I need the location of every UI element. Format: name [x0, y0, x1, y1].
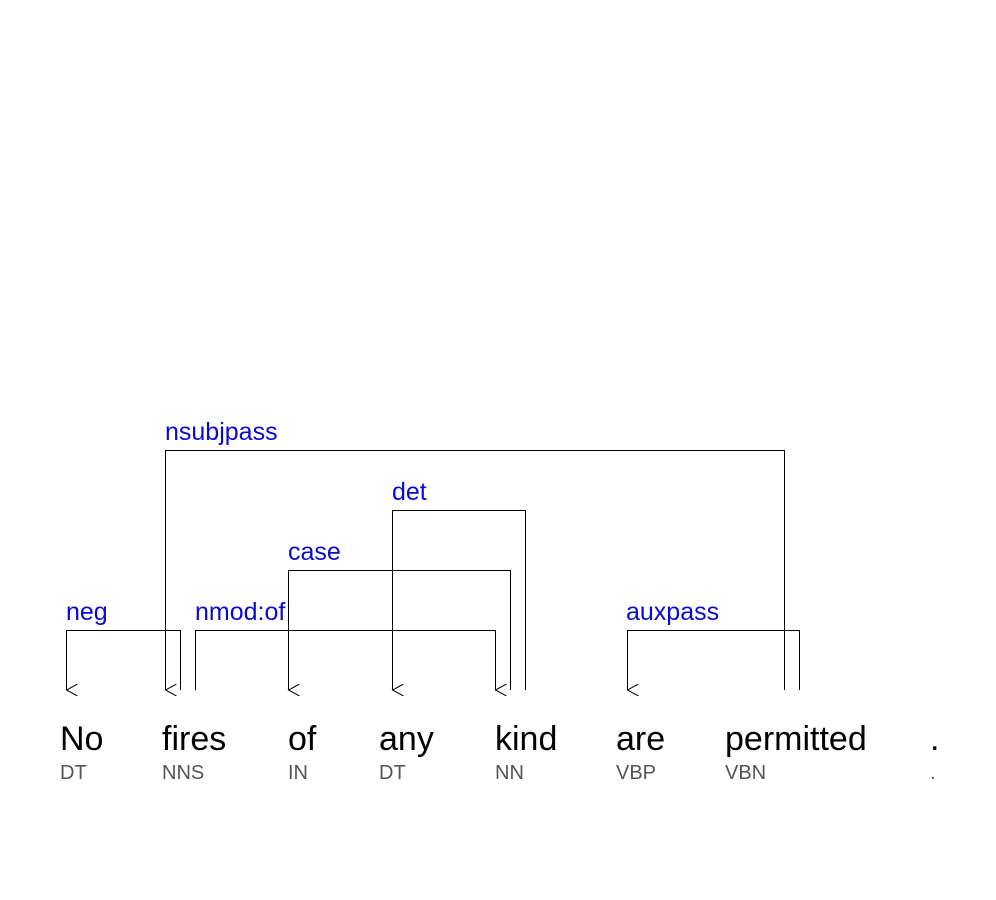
- token-tag: NNS: [162, 762, 204, 784]
- arc-neg: [67, 630, 181, 691]
- relation-label-nmod-of: nmod:of: [195, 598, 285, 626]
- arcs: [67, 450, 800, 691]
- token-word: permitted: [725, 720, 867, 758]
- token: . .: [930, 720, 939, 784]
- relation-labels: nsubjpass det case neg nmod:of auxpass: [66, 418, 719, 626]
- relation-label-neg: neg: [66, 598, 108, 626]
- arc-det: [393, 510, 526, 691]
- token: No DT: [60, 720, 103, 784]
- token-word: kind: [495, 720, 557, 758]
- token-tag: DT: [60, 762, 87, 784]
- token-word: No: [60, 720, 103, 758]
- arc-nmod-of: [195, 630, 496, 691]
- relation-label-case: case: [288, 538, 341, 566]
- token-tag: DT: [379, 762, 406, 784]
- token: permitted VBN: [725, 720, 867, 784]
- arc-auxpass: [628, 630, 800, 691]
- token: are VBP: [616, 720, 665, 784]
- relation-label-auxpass: auxpass: [626, 598, 719, 626]
- token: any DT: [379, 720, 434, 784]
- relation-label-nsubjpass: nsubjpass: [165, 418, 278, 446]
- tokens: No DT fires NNS of IN any DT kind NN are…: [60, 720, 939, 784]
- token-tag: NN: [495, 762, 524, 784]
- token-word: any: [379, 720, 434, 758]
- token-word: fires: [162, 720, 226, 758]
- token-tag: .: [930, 762, 936, 784]
- token: fires NNS: [162, 720, 226, 784]
- token: kind NN: [495, 720, 557, 784]
- relation-label-det: det: [392, 478, 427, 506]
- token-tag: IN: [288, 762, 308, 784]
- arc-nsubjpass: [166, 450, 785, 691]
- token-tag: VBP: [616, 762, 656, 784]
- token-word: .: [930, 720, 939, 758]
- token-tag: VBN: [725, 762, 766, 784]
- token: of IN: [288, 720, 317, 784]
- token-word: of: [288, 720, 317, 758]
- token-word: are: [616, 720, 665, 758]
